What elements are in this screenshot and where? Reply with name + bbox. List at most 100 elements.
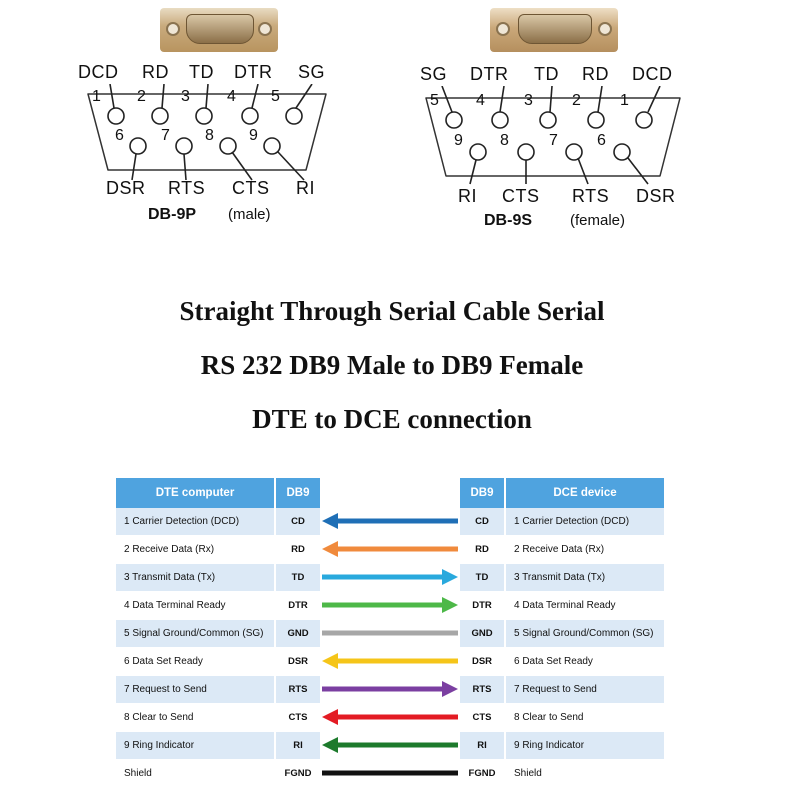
dce-signal-name: Shield bbox=[506, 760, 664, 787]
female-pin-label-cts: CTS bbox=[502, 186, 540, 206]
dce-pin-code: RI bbox=[460, 732, 504, 759]
dce-device-header: DCE device bbox=[506, 478, 664, 508]
arrowhead-left bbox=[322, 709, 338, 725]
dce-signal-name: 1 Carrier Detection (DCD) bbox=[506, 508, 664, 535]
dte-computer-header: DTE computer bbox=[116, 478, 274, 508]
female-pin-label-dcd: DCD bbox=[632, 64, 673, 84]
dte-pin-code: CD bbox=[276, 508, 320, 535]
arrowhead-left bbox=[322, 653, 338, 669]
male-pin-label-ri: RI bbox=[296, 178, 315, 198]
male-pin-label-rts: RTS bbox=[168, 178, 206, 198]
male-pin-label-td: TD bbox=[189, 62, 214, 82]
female-pin-number-9: 9 bbox=[454, 132, 464, 149]
dce-signal-name: 9 Ring Indicator bbox=[506, 732, 664, 759]
dce-pin-code: CD bbox=[460, 508, 504, 535]
female-pin-label-ri: RI bbox=[458, 186, 477, 206]
female-pin-label-rd: RD bbox=[582, 64, 609, 84]
female-connector-subcaption: (female) bbox=[570, 212, 626, 229]
female-pin-label-rts: RTS bbox=[572, 186, 610, 206]
male-pin-number-9: 9 bbox=[249, 127, 259, 144]
dte-pin-code: DTR bbox=[276, 592, 320, 619]
dce-signal-name: 3 Transmit Data (Tx) bbox=[506, 564, 664, 591]
male-pin-label-dtr: DTR bbox=[234, 62, 273, 82]
dte-pin-code: RTS bbox=[276, 676, 320, 703]
dte-pin-code: RD bbox=[276, 536, 320, 563]
arrowhead-left bbox=[322, 513, 338, 529]
dte-signal-name: 5 Signal Ground/Common (SG) bbox=[116, 620, 274, 647]
female-pin-number-6: 6 bbox=[597, 132, 607, 149]
female-pin-label-td: TD bbox=[534, 64, 559, 84]
female-pin-label-dsr: DSR bbox=[636, 186, 676, 206]
dte-pin-code: RI bbox=[276, 732, 320, 759]
female-pin-number-7: 7 bbox=[549, 132, 559, 149]
dce-pin-code: CTS bbox=[460, 704, 504, 731]
dce-pin-code: DTR bbox=[460, 592, 504, 619]
female-pin-number-1: 1 bbox=[620, 92, 630, 109]
dce-pin-code: RTS bbox=[460, 676, 504, 703]
dte-signal-name: 9 Ring Indicator bbox=[116, 732, 274, 759]
db9-male-pinout-diagram bbox=[87, 84, 327, 181]
dte-pin-code: DSR bbox=[276, 648, 320, 675]
dce-signal-name: 2 Receive Data (Rx) bbox=[506, 536, 664, 563]
dce-pin-code: FGND bbox=[460, 760, 504, 787]
female-connector-caption: DB-9S bbox=[484, 212, 533, 229]
male-pin-number-1: 1 bbox=[92, 88, 102, 105]
arrowhead-left bbox=[322, 737, 338, 753]
male-pin-number-6: 6 bbox=[115, 127, 125, 144]
female-pin-label-dtr: DTR bbox=[470, 64, 509, 84]
male-pin-number-5: 5 bbox=[271, 88, 281, 105]
dte-signal-name: 1 Carrier Detection (DCD) bbox=[116, 508, 274, 535]
male-pin-number-7: 7 bbox=[161, 127, 171, 144]
dce-signal-name: 7 Request to Send bbox=[506, 676, 664, 703]
db9-female-connector-photo bbox=[490, 8, 618, 52]
dce-pin-code: TD bbox=[460, 564, 504, 591]
db9-female-pinout-diagram bbox=[425, 86, 681, 185]
dte-signal-name: 6 Data Set Ready bbox=[116, 648, 274, 675]
dte-signal-name: 2 Receive Data (Rx) bbox=[116, 536, 274, 563]
arrowhead-right bbox=[442, 597, 458, 613]
male-connector-caption: DB-9P bbox=[148, 206, 197, 223]
dce-signal-name: 8 Clear to Send bbox=[506, 704, 664, 731]
dce-signal-name: 6 Data Set Ready bbox=[506, 648, 664, 675]
db9-male-connector-photo bbox=[160, 8, 278, 52]
male-pin-label-dsr: DSR bbox=[106, 178, 146, 198]
heading-line-2: RS 232 DB9 Male to DB9 Female bbox=[200, 350, 584, 380]
dce-db9-header: DB9 bbox=[460, 478, 504, 508]
arrowhead-left bbox=[322, 541, 338, 557]
dce-signal-name: 5 Signal Ground/Common (SG) bbox=[506, 620, 664, 647]
dte-signal-name: Shield bbox=[116, 760, 274, 787]
arrowhead-right bbox=[442, 569, 458, 585]
dte-pin-code: CTS bbox=[276, 704, 320, 731]
male-pin-label-rd: RD bbox=[142, 62, 169, 82]
dte-signal-name: 4 Data Terminal Ready bbox=[116, 592, 274, 619]
female-pin-number-2: 2 bbox=[572, 92, 582, 109]
male-pin-number-8: 8 bbox=[205, 127, 215, 144]
dte-db9-header: DB9 bbox=[276, 478, 320, 508]
male-pin-number-3: 3 bbox=[181, 88, 191, 105]
male-pin-number-4: 4 bbox=[227, 88, 237, 105]
male-pin-label-cts: CTS bbox=[232, 178, 270, 198]
dte-pin-code: FGND bbox=[276, 760, 320, 787]
male-connector-subcaption: (male) bbox=[228, 206, 271, 223]
dce-pin-code: DSR bbox=[460, 648, 504, 675]
dte-signal-name: 7 Request to Send bbox=[116, 676, 274, 703]
dce-pin-code: GND bbox=[460, 620, 504, 647]
male-pin-label-dcd: DCD bbox=[78, 62, 119, 82]
heading-line-3: DTE to DCE connection bbox=[252, 404, 532, 434]
female-pin-label-sg: SG bbox=[420, 64, 448, 84]
female-pin-number-5: 5 bbox=[430, 92, 440, 109]
dte-pin-code: GND bbox=[276, 620, 320, 647]
female-pin-number-3: 3 bbox=[524, 92, 534, 109]
male-pin-label-sg: SG bbox=[298, 62, 326, 82]
dte-pin-code: TD bbox=[276, 564, 320, 591]
dce-pin-code: RD bbox=[460, 536, 504, 563]
female-pin-number-4: 4 bbox=[476, 92, 486, 109]
dte-signal-name: 8 Clear to Send bbox=[116, 704, 274, 731]
dte-signal-name: 3 Transmit Data (Tx) bbox=[116, 564, 274, 591]
female-pin-number-8: 8 bbox=[500, 132, 510, 149]
dce-signal-name: 4 Data Terminal Ready bbox=[506, 592, 664, 619]
male-pin-number-2: 2 bbox=[137, 88, 147, 105]
arrowhead-right bbox=[442, 681, 458, 697]
heading-line-1: Straight Through Serial Cable Serial bbox=[179, 296, 605, 326]
